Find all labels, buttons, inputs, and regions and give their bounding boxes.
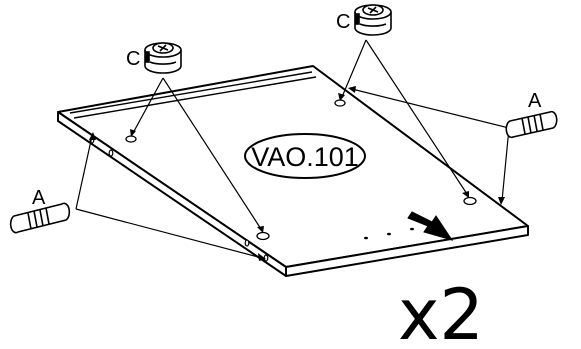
arrowheads (89, 86, 505, 261)
cam-lock-label: C (336, 11, 350, 33)
dowel-label: A (32, 187, 46, 209)
panel-code-badge: VAO.101 (244, 133, 366, 179)
dowel-label: A (528, 90, 542, 112)
cam-lock-label: C (126, 48, 140, 70)
panel-groove (69, 71, 317, 119)
cam-holes (125, 99, 477, 241)
dowel-icon (505, 110, 558, 139)
leader-lines (75, 39, 510, 259)
dowel-icon (9, 202, 71, 234)
cam-lock-icon (354, 4, 392, 36)
quantity-label: x2 (398, 274, 484, 349)
drill-dots (364, 227, 414, 240)
cam-lock-icon (144, 42, 182, 74)
panel-code-text: VAO.101 (251, 142, 359, 172)
orientation-arrow-icon (407, 211, 454, 241)
panel-right-face (285, 225, 529, 277)
